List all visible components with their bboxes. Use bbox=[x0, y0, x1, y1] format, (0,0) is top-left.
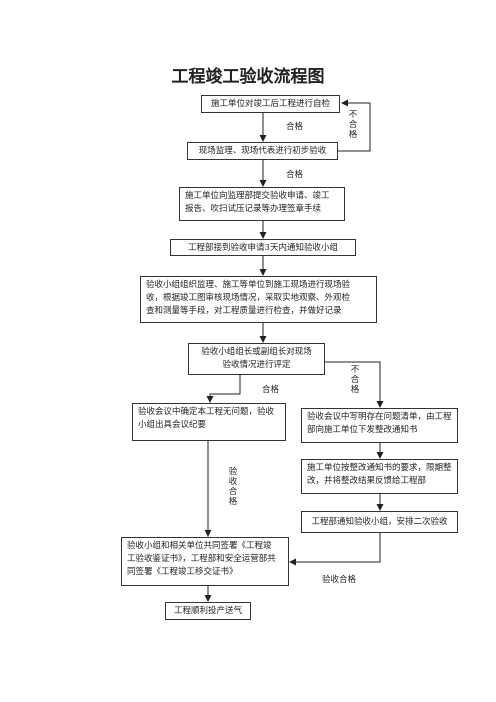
label-fail-2: 不 合 格 bbox=[350, 365, 360, 395]
arrow-b6-b8 bbox=[325, 361, 384, 408]
step-sign-certificates: 验收小组和相关单位共同签署《工程竣 工验收鉴证书》，工程部和安全运营部共 同签署… bbox=[121, 537, 289, 586]
step-second-acceptance: 工程部通知验收小组，安排二次验收 bbox=[301, 511, 458, 533]
step-rectification: 施工单位按整改通知书的要求，限期整 改，并将整改结果反馈给工程部 bbox=[301, 459, 458, 494]
label-pass-1: 合格 bbox=[286, 122, 304, 132]
step-issue-rectification-notice: 验收会议中写明存在问题清单，由工程 部向施工单位下发整改通知书 bbox=[301, 408, 458, 443]
label-pass-3: 合格 bbox=[262, 385, 280, 395]
arrow-fail-loop-top bbox=[338, 99, 371, 152]
step-self-inspection: 施工单位对竣工后工程进行自检 bbox=[201, 95, 340, 113]
arrow-b10-b11 bbox=[289, 533, 381, 566]
step-preliminary-acceptance: 现场监理、现场代表进行初步验收 bbox=[187, 142, 338, 160]
step-notify-committee: 工程部接到验收申请3天内通知验收小组 bbox=[170, 239, 356, 256]
arrow-b6-b7 bbox=[206, 375, 241, 403]
label-accept-vertical: 验 收 合 格 bbox=[228, 467, 238, 507]
step-site-inspection: 验收小组组织监理、施工等单位到施工现场进行现场验 收，根据竣工图审核现场情况，采… bbox=[140, 276, 377, 323]
step-no-issue-minutes: 验收会议中确定本工程无问题，验收 小组出具会议纪要 bbox=[132, 403, 286, 441]
step-evaluation: 验收小组组长或副组长对现场 验收情况进行评定 bbox=[188, 343, 325, 375]
step-submit-application: 施工单位向监理部提交验收申请、竣工 报告、吹扫试压记录等办理签章手续 bbox=[179, 187, 345, 221]
step-commissioning: 工程顺利投产送气 bbox=[165, 602, 251, 620]
label-accept-horizontal: 验收合格 bbox=[322, 575, 357, 585]
page-title: 工程竣工验收流程图 bbox=[171, 67, 325, 87]
label-pass-2: 合格 bbox=[286, 170, 304, 180]
label-fail-1: 不 合 格 bbox=[348, 110, 358, 140]
